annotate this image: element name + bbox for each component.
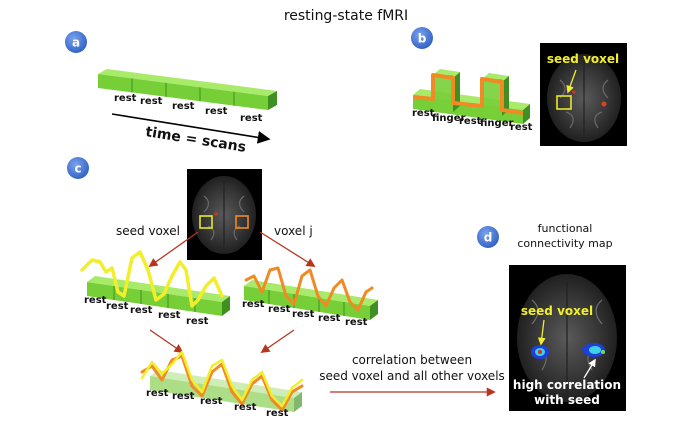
high-correlation-label-line2: with seed [534, 393, 600, 407]
block-label: rest [106, 301, 129, 312]
connectivity-map-brain: seed voxel high correlation with seed [509, 265, 626, 411]
seed-voxel-box [556, 95, 572, 110]
badge-d: d [477, 226, 499, 248]
voxel-j-label: voxel j [274, 224, 313, 238]
block-label: rest [266, 408, 289, 419]
voxel-j-signal-line [244, 266, 374, 312]
connectivity-map-title-line1: functional [538, 222, 593, 235]
seed-voxel-label: seed voxel [547, 52, 619, 66]
block-label: rest [158, 310, 181, 321]
block-label: rest [459, 116, 482, 127]
badge-d-letter: d [484, 231, 493, 245]
voxel-j-box [235, 215, 249, 229]
badge-a-letter: a [72, 36, 80, 50]
arrow-left-to-combined [149, 329, 184, 354]
panel-a: a rest rest rest rest rest time = scans [65, 31, 277, 156]
arrow-to-seed-series [148, 231, 199, 268]
panel-d: d functional connectivity map seed voxel… [477, 222, 626, 411]
combined-seed-line [140, 350, 304, 408]
block-label: rest [234, 402, 257, 413]
block-label: finger [480, 118, 513, 129]
block-label: rest [146, 388, 169, 399]
connectivity-map-title-line2: connectivity map [517, 237, 612, 250]
seed-pointer [537, 319, 546, 346]
block-label: rest [510, 122, 533, 133]
correlation-label-line1: correlation between [352, 353, 472, 367]
block-label: rest [130, 305, 153, 316]
seed-pointer [566, 69, 577, 94]
seed-voxel-label: seed voxel [116, 224, 180, 238]
correlation-label-line2: seed voxel and all other voxels [319, 369, 505, 383]
block-label: rest [345, 317, 368, 328]
seed-signal-line [80, 250, 224, 308]
badge-c-letter: c [74, 162, 81, 176]
block-label: rest [205, 106, 228, 117]
arrow-to-voxel-series [259, 231, 316, 267]
block-label: rest [240, 113, 263, 124]
task-regressor-line [413, 73, 524, 115]
brain-slice-b: seed voxel [540, 43, 627, 146]
block-label: rest [114, 93, 137, 104]
block-label: rest [186, 316, 209, 327]
figure-title: resting-state fMRI [284, 8, 408, 24]
block-label: rest [292, 309, 315, 320]
block-label: rest [412, 108, 435, 119]
block-label: finger [432, 113, 465, 124]
block-label: rest [268, 304, 291, 315]
block-label: rest [172, 101, 195, 112]
block-label: rest [140, 96, 163, 107]
arrow-right-to-combined [260, 329, 295, 354]
high-correlation-pointer [583, 358, 596, 379]
block-label: rest [200, 396, 223, 407]
high-correlation-label-line1: high correlation [513, 378, 621, 392]
seed-voxel-label: seed voxel [521, 304, 593, 318]
time-arrow [111, 113, 271, 144]
block-label: rest [242, 299, 265, 310]
block-label: rest [84, 295, 107, 306]
block-label: rest [172, 391, 195, 402]
block-label: rest [318, 313, 341, 324]
badge-b-letter: b [418, 32, 427, 46]
panel-b: b rest finger rest finger rest [411, 27, 627, 146]
badge-b: b [411, 27, 433, 49]
badge-c: c [67, 157, 89, 179]
badge-a: a [65, 31, 87, 53]
time-axis-label: time = scans [144, 124, 247, 156]
seed-voxel-box [199, 215, 213, 229]
timeseries-blocks-a [98, 69, 277, 110]
panel-c: c seed voxel voxel j rest rest res [67, 157, 505, 419]
voxel-j-timeseries-blocks [244, 280, 378, 320]
brain-slice-c [187, 169, 262, 260]
